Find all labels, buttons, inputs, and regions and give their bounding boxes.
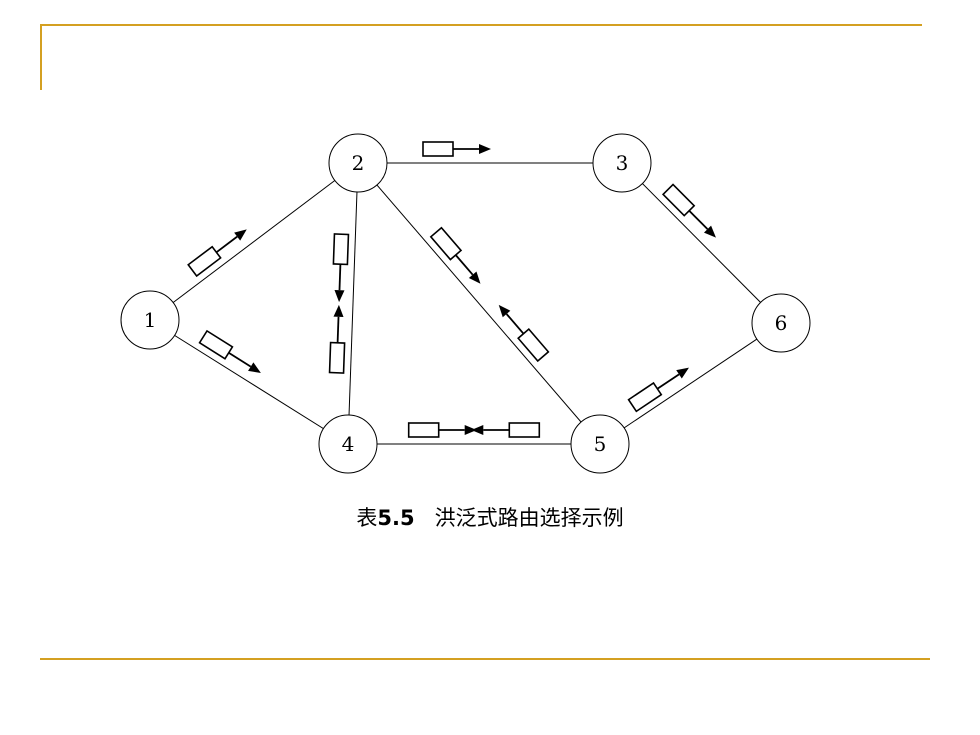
packet-box	[627, 381, 663, 413]
packet-arrow-shaft	[656, 373, 680, 390]
packet-box	[407, 422, 440, 438]
packet-4-to-2	[328, 304, 346, 374]
packet-arrowhead-icon	[479, 144, 491, 154]
packet-5-to-6	[627, 367, 689, 413]
node-label: 2	[352, 151, 365, 175]
node-6: 6	[751, 293, 811, 353]
bottom-accent-rule	[40, 658, 930, 660]
packet-arrowhead-icon	[234, 229, 247, 241]
edge-2-4	[347, 162, 359, 445]
node-label: 1	[144, 308, 157, 332]
packet-arrowhead-icon	[248, 362, 261, 373]
packet-box	[187, 245, 222, 278]
packet-arrowhead-icon	[703, 225, 716, 238]
caption-title: 洪泛式路由选择示例	[434, 506, 624, 530]
packet-arrowhead-icon	[464, 425, 477, 435]
node-2: 2	[328, 133, 388, 193]
node-circle	[120, 290, 180, 350]
node-circle	[592, 133, 652, 193]
node-3: 3	[592, 133, 652, 193]
packet-box	[422, 141, 454, 157]
packet-1-to-4	[198, 329, 261, 373]
packet-5-to-2	[498, 304, 550, 363]
packet-box	[328, 341, 346, 374]
node-layer: 1 2 3 4 5 6	[120, 133, 811, 474]
node-label: 3	[616, 151, 629, 175]
packet-arrowhead-icon	[334, 290, 345, 303]
node-circle	[318, 414, 378, 474]
caption-number: 5.5	[377, 506, 415, 530]
packet-arrow-shaft	[336, 316, 340, 343]
node-4: 4	[318, 414, 378, 474]
packet-arrow-shaft	[228, 352, 252, 368]
edge-5-6	[599, 322, 782, 445]
packet-arrow-shaft	[215, 235, 238, 254]
packet-arrowhead-icon	[333, 304, 344, 317]
caption-prefix: 表	[356, 506, 378, 530]
packet-box	[508, 422, 541, 438]
left-accent-rule	[40, 24, 42, 90]
packet-2-to-3	[422, 141, 491, 157]
packet-arrowhead-icon	[471, 425, 484, 435]
node-circle	[328, 133, 388, 193]
edge-1-4	[149, 319, 349, 445]
node-label: 5	[594, 432, 607, 456]
node-circle	[570, 414, 630, 474]
packet-arrow-shaft	[688, 210, 709, 230]
node-circle	[751, 293, 811, 353]
packet-arrowhead-icon	[676, 367, 689, 379]
node-5: 5	[570, 414, 630, 474]
top-accent-rule	[40, 24, 922, 26]
packet-2-to-5	[429, 226, 481, 284]
figure-caption: 表5.5 洪泛式路由选择示例	[0, 502, 980, 532]
packet-4-to-5	[407, 422, 477, 438]
packet-1-to-2	[187, 229, 247, 278]
node-1: 1	[120, 290, 180, 350]
edge-3-6	[621, 162, 782, 324]
packet-arrow-shaft	[505, 313, 525, 335]
packet-arrow-shaft	[455, 254, 474, 276]
packet-box	[332, 233, 350, 266]
edge-2-5	[357, 162, 601, 445]
edge-layer	[149, 162, 782, 445]
packet-5-to-4	[471, 422, 541, 438]
packet-arrow-shaft	[338, 264, 342, 291]
packet-arrowhead-icon	[498, 304, 511, 318]
packet-layer	[187, 141, 716, 438]
node-label: 6	[775, 311, 788, 335]
packet-3-to-6	[661, 183, 716, 238]
packet-arrowhead-icon	[468, 271, 481, 284]
edge-1-2	[149, 162, 359, 321]
packet-2-to-4	[332, 233, 350, 303]
node-label: 4	[342, 432, 355, 456]
